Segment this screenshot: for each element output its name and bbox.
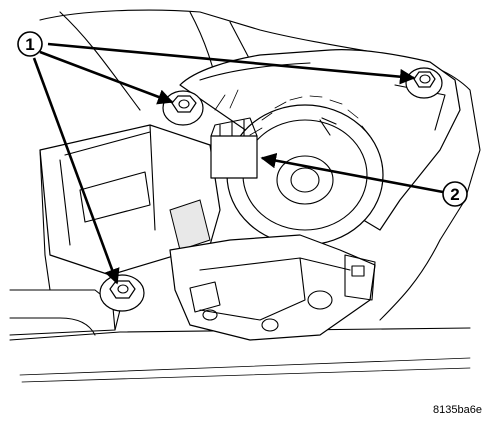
bolt-upper-left — [162, 90, 204, 126]
callout-2-label: 2 — [450, 185, 459, 204]
bolt-upper-right — [405, 67, 443, 99]
callout-1-label: 1 — [25, 35, 34, 54]
callout-1-circle — [17, 31, 43, 57]
callout-2: 2 — [442, 181, 468, 207]
electrical-connector — [210, 89, 258, 179]
figure-reference-code: 8135ba6e — [433, 404, 482, 416]
callout-2-leader — [260, 152, 444, 194]
callout-1-leaders — [32, 42, 416, 285]
gearbox-plate — [169, 234, 376, 341]
motor-body — [39, 124, 221, 331]
bolt-lower-left — [99, 274, 145, 312]
callout-2-circle — [442, 181, 468, 207]
callout-1: 1 — [17, 31, 43, 57]
